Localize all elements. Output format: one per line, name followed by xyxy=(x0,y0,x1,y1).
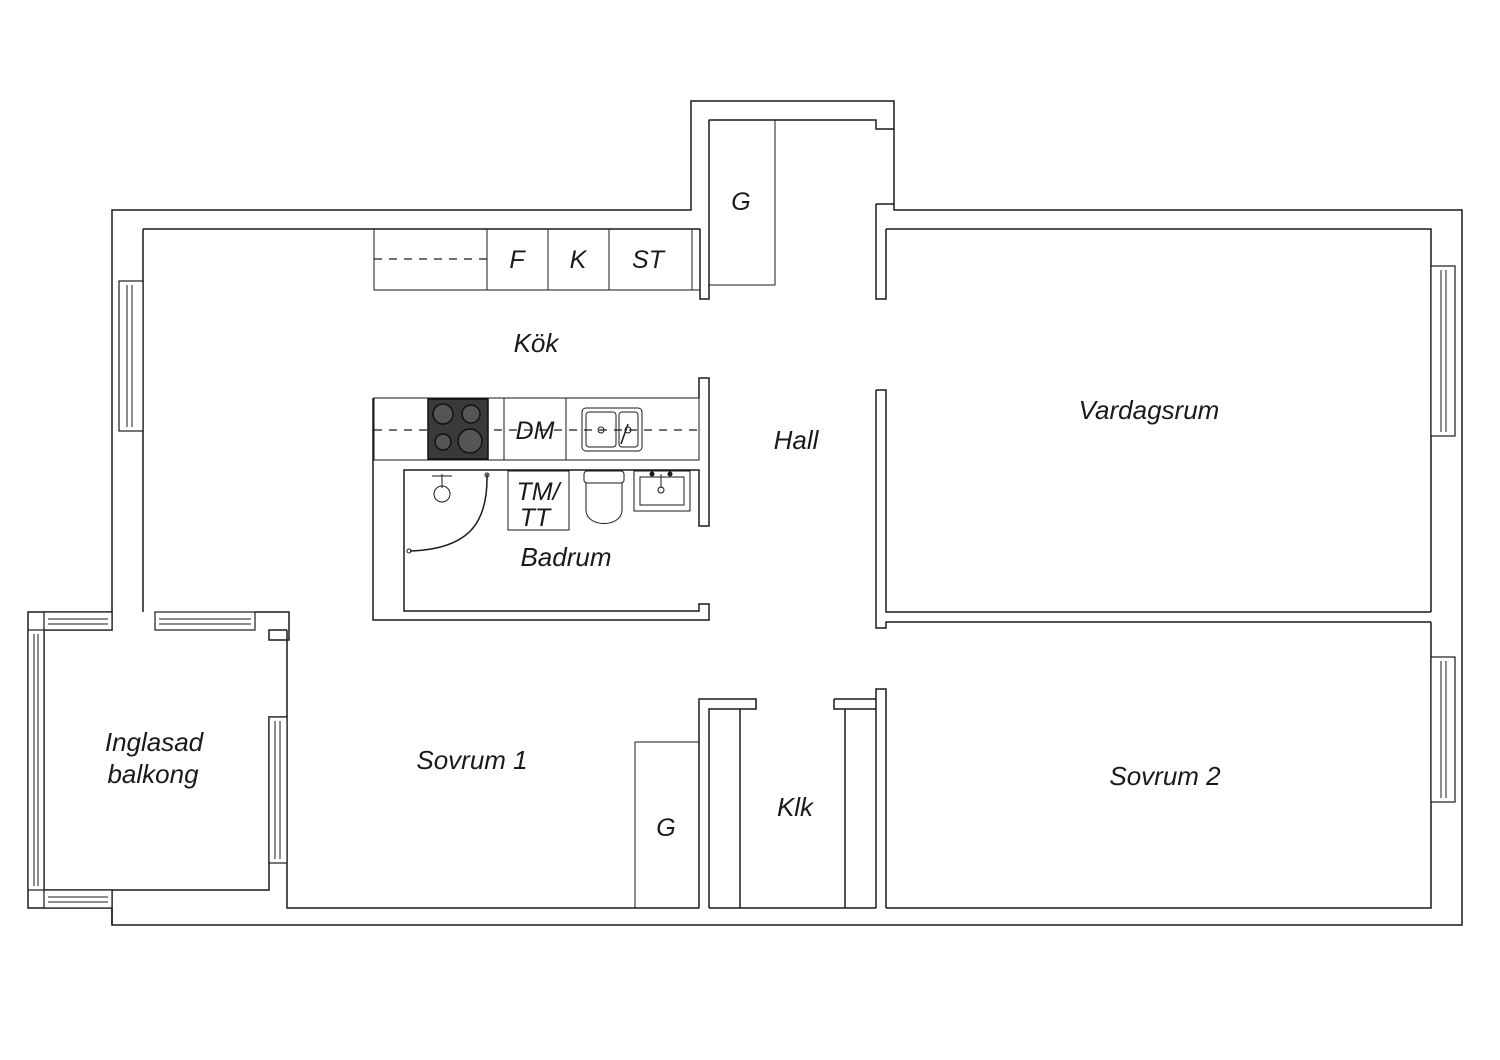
sink-icon xyxy=(581,407,643,452)
wardrobe-top xyxy=(708,119,776,286)
walk-in-closet-label: Klk xyxy=(777,792,815,822)
windows xyxy=(27,265,1456,909)
balcony-label-2: balkong xyxy=(107,759,199,789)
wash-basin-icon xyxy=(633,470,691,512)
hall-label: Hall xyxy=(774,425,820,455)
bedroom-2-label: Sovrum 2 xyxy=(1109,761,1221,791)
bathroom-label: Badrum xyxy=(520,542,611,572)
freezer-label: K xyxy=(570,246,588,274)
cabinet-label: ST xyxy=(632,246,666,274)
shower-icon xyxy=(406,472,490,554)
washer-dryer-label-1: TM/ xyxy=(516,478,562,506)
balcony-label-1: Inglasad xyxy=(105,727,205,757)
wardrobe-bedroom xyxy=(634,741,700,909)
kitchen-lower-counter xyxy=(373,397,700,461)
living-room-label: Vardagsrum xyxy=(1079,395,1220,425)
washer-dryer-label-2: TT xyxy=(520,504,552,532)
kitchen-label: Kök xyxy=(514,328,561,358)
wardrobe-bedroom-label: G xyxy=(656,814,675,842)
bedroom-1-label: Sovrum 1 xyxy=(416,745,527,775)
dishwasher-label: DM xyxy=(516,417,555,445)
interior-walls xyxy=(372,120,1431,908)
wardrobe-top-label: G xyxy=(731,188,750,216)
outer-walls xyxy=(27,100,1463,926)
fridge-label: F xyxy=(509,246,526,274)
kitchen-upper-counter xyxy=(373,228,701,291)
bathroom-fixtures xyxy=(406,470,691,554)
toilet-icon xyxy=(583,470,625,524)
washer-dryer xyxy=(507,470,570,531)
